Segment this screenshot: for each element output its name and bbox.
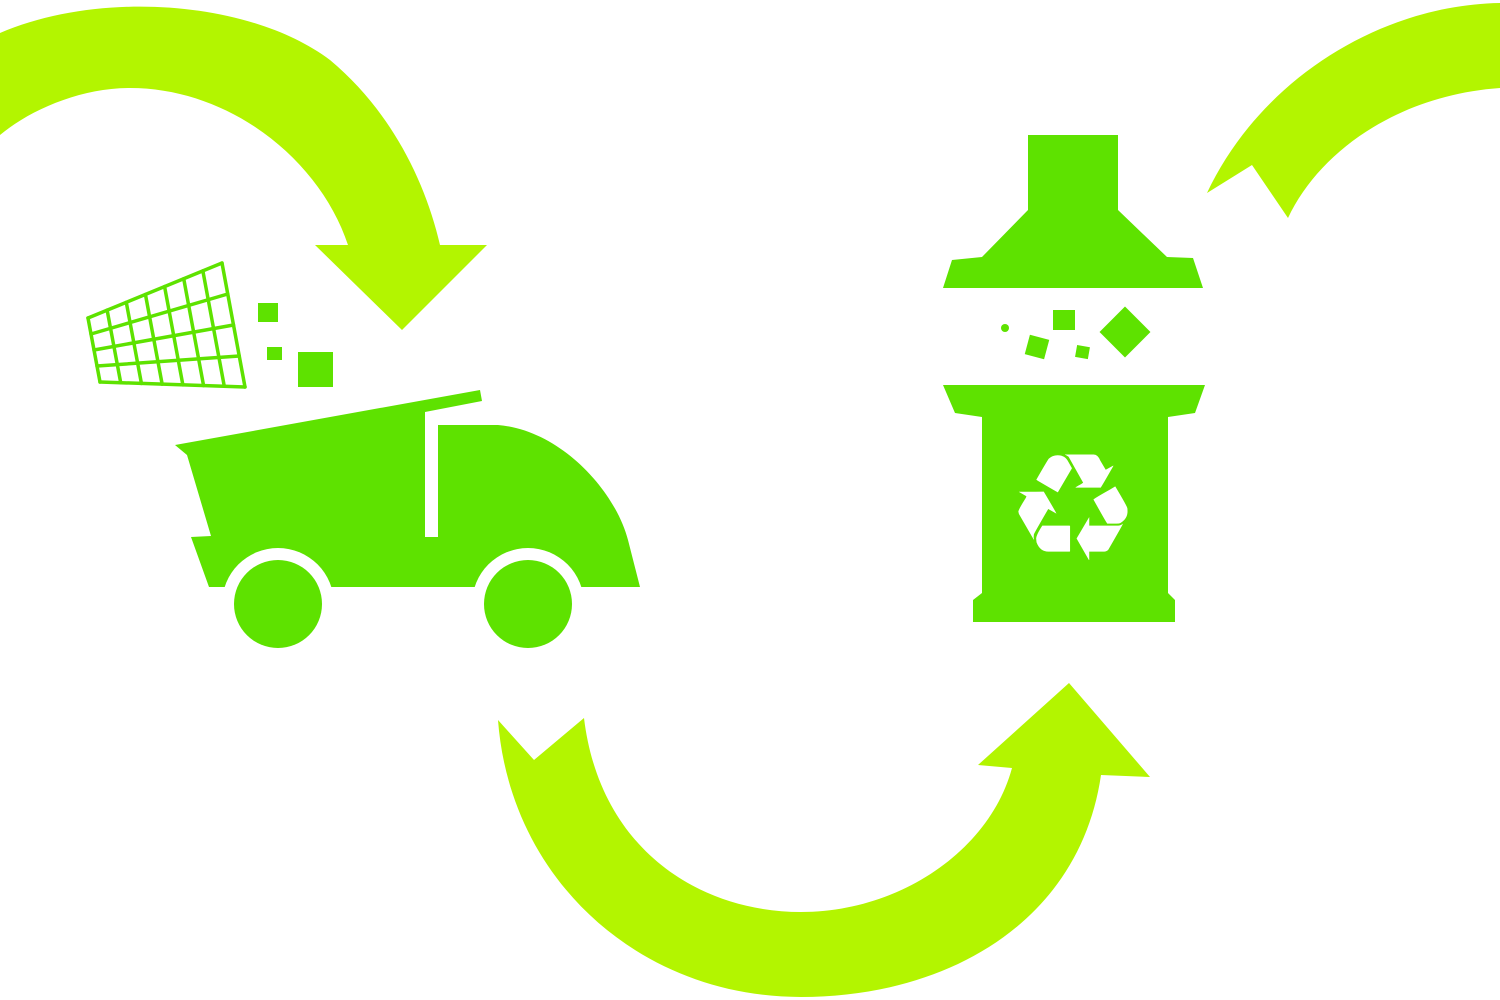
debris-dot: [1001, 324, 1009, 332]
top-left-curved-arrow: [0, 6, 487, 331]
net-icon: [86, 261, 247, 389]
hood-icon: [943, 135, 1203, 288]
top-right-curved-arrow: [1207, 3, 1500, 218]
net-strand: [98, 380, 247, 389]
net-strand: [95, 354, 241, 368]
net-strand: [92, 323, 236, 352]
truck-body: [175, 390, 640, 587]
recycle-icon: ♻: [1006, 422, 1140, 596]
debris-square: [1075, 345, 1090, 360]
recycling-station-icon: ♻: [943, 135, 1205, 622]
debris-particles: [258, 303, 333, 387]
debris-square: [1053, 310, 1075, 330]
debris-square: [267, 347, 282, 360]
truck-wheel-rear: [234, 560, 322, 648]
debris-diamond: [1099, 306, 1151, 358]
recycling-bin-icon: [943, 385, 1205, 622]
debris-square: [1024, 334, 1050, 360]
debris-square: [298, 352, 333, 387]
truck-wheel-front: [484, 560, 572, 648]
debris-square: [258, 303, 278, 322]
dump-truck-icon: [175, 390, 640, 660]
bottom-curved-arrow: [498, 683, 1150, 997]
net-strand: [89, 292, 230, 336]
net-strand: [86, 261, 224, 320]
